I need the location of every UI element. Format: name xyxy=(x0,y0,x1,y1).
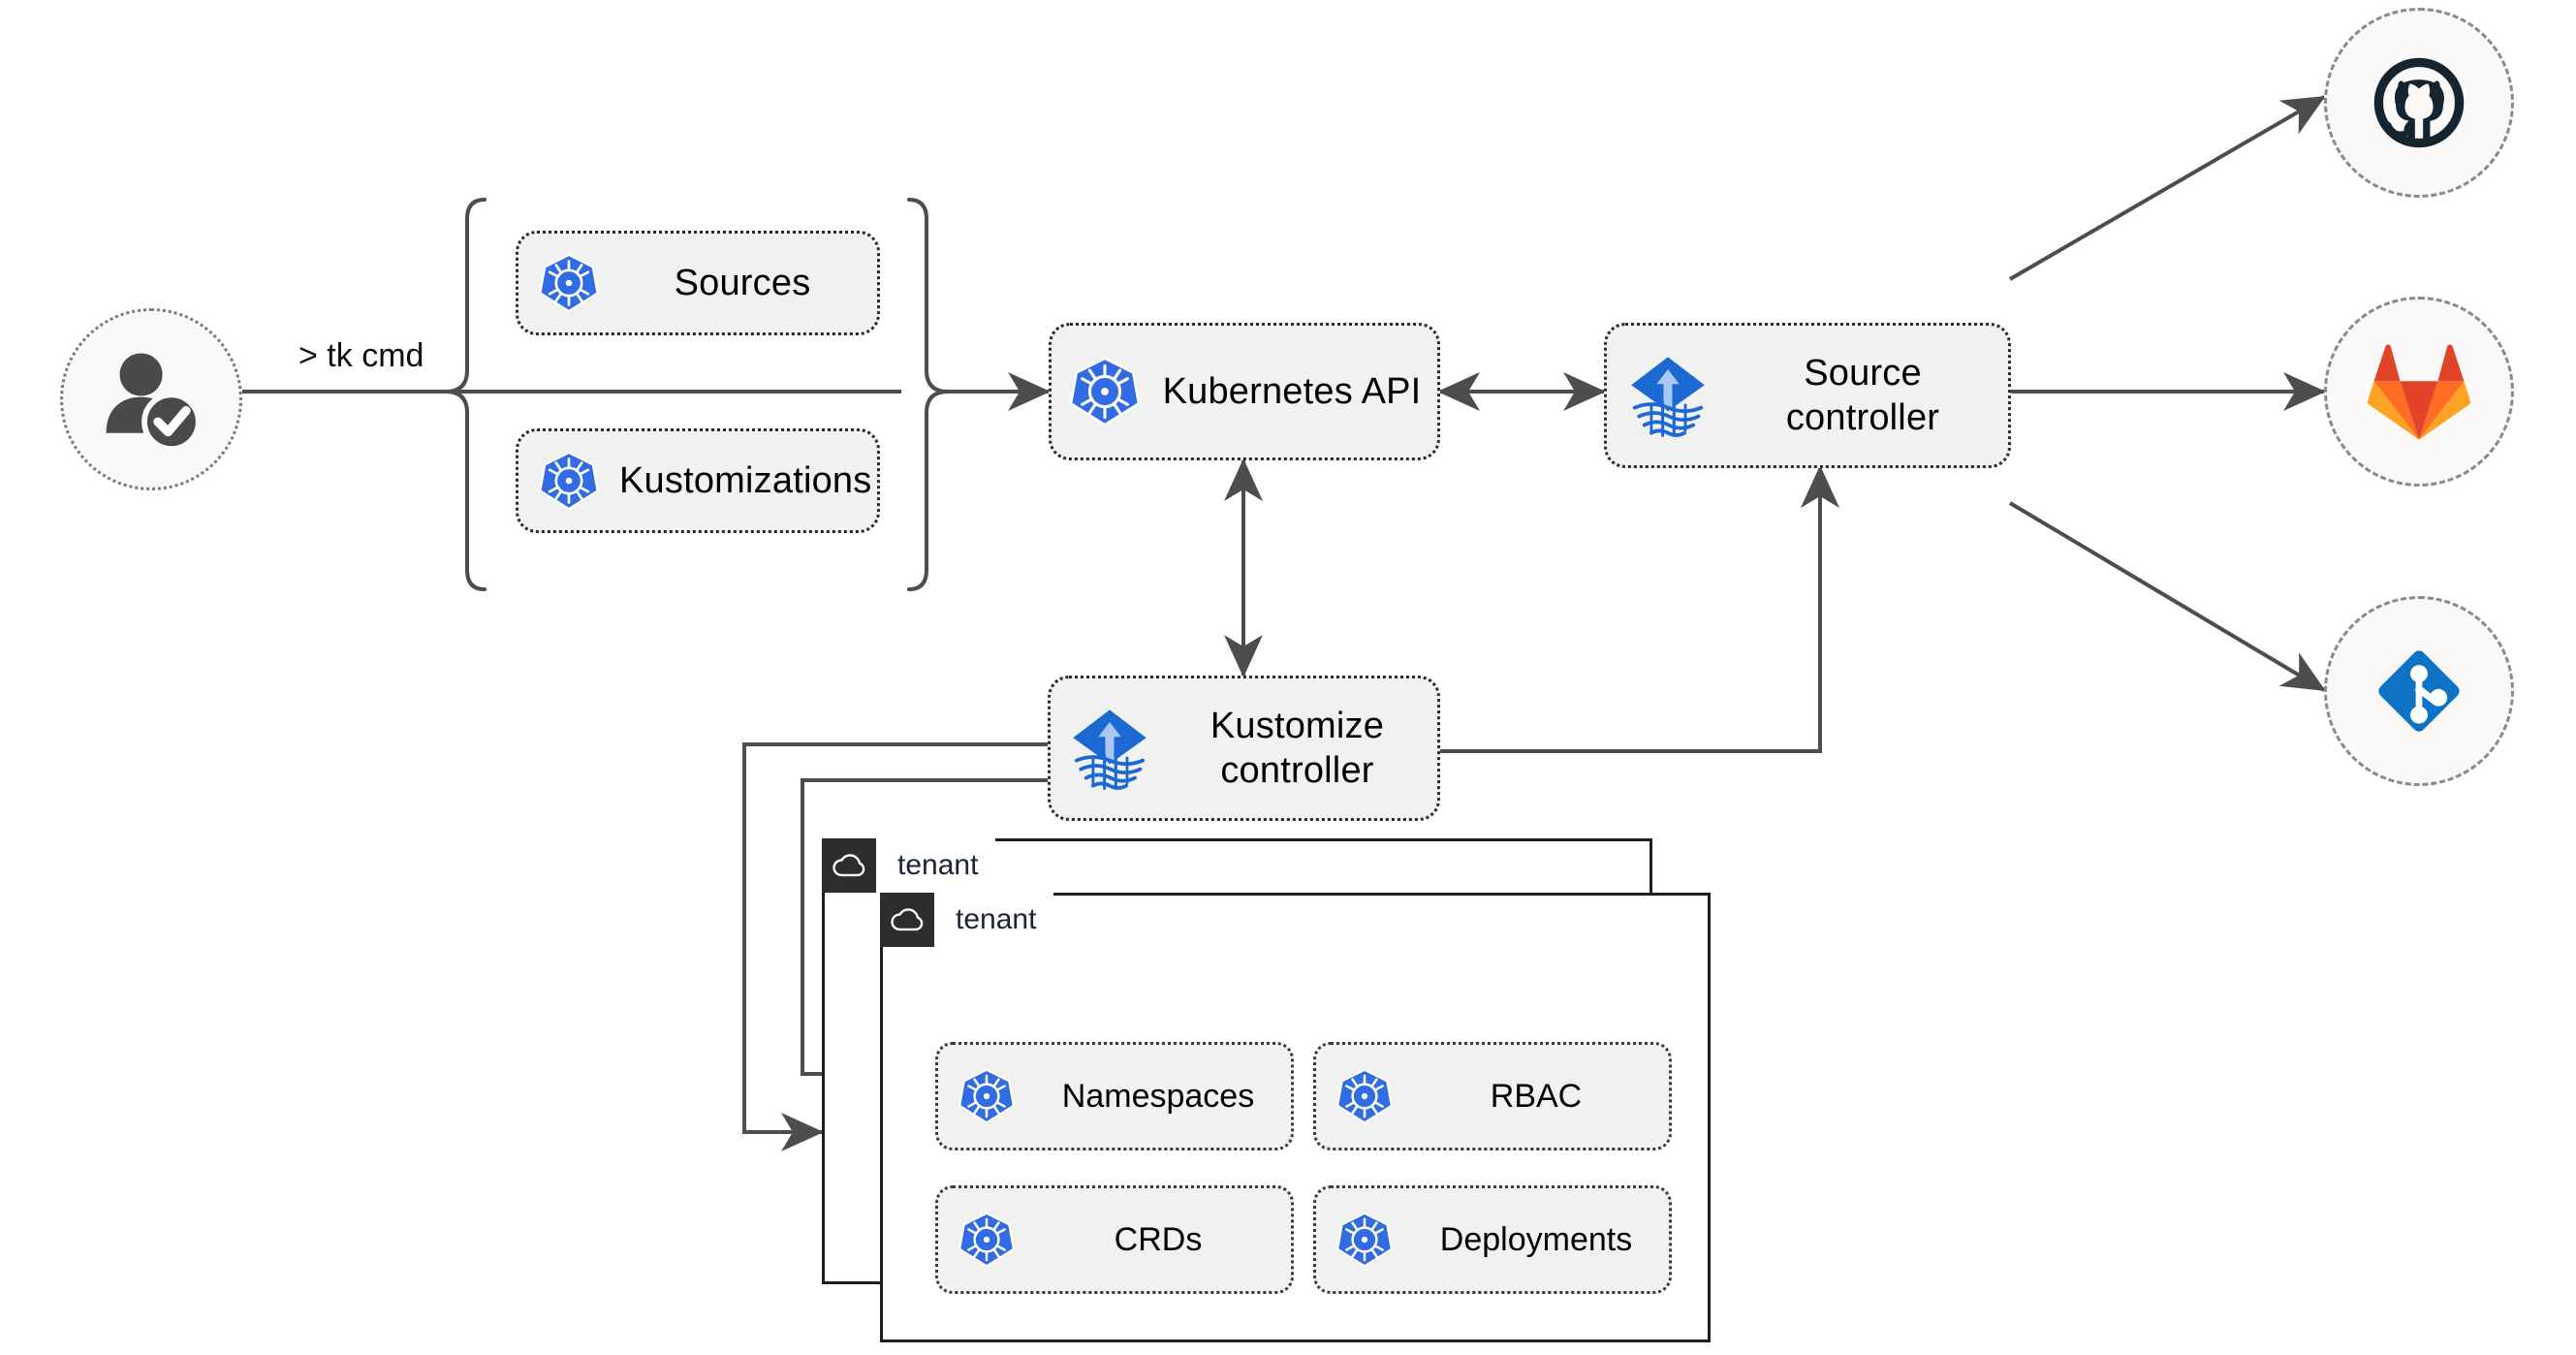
node-kustomize-controller[interactable]: Kustomize controller xyxy=(1048,676,1440,821)
tenant-item-namespaces[interactable]: Namespaces xyxy=(935,1042,1294,1150)
node-source-controller-line1: Source xyxy=(1804,352,1922,394)
provider-gitlab-circle[interactable] xyxy=(2324,297,2514,487)
tenant-front-title: tenant xyxy=(934,893,1054,947)
kubernetes-icon xyxy=(518,251,619,315)
user-check-icon xyxy=(106,353,202,452)
node-source-controller-label: Source controller xyxy=(1729,351,2008,441)
provider-github-circle[interactable] xyxy=(2324,8,2514,198)
tenant-item-deployments[interactable]: Deployments xyxy=(1313,1185,1672,1294)
kubernetes-icon xyxy=(1316,1210,1413,1270)
resource-kustomizations[interactable]: Kustomizations xyxy=(516,428,880,533)
tenant-front-body: Namespaces xyxy=(883,950,1708,1339)
tenant-item-crds-label: CRDs xyxy=(1114,1220,1203,1258)
node-kubernetes-api-label: Kubernetes API xyxy=(1162,370,1422,412)
curly-brace-left xyxy=(445,198,487,591)
tenant-window-front[interactable]: tenant xyxy=(880,893,1711,1342)
kubernetes-icon xyxy=(1052,354,1158,429)
tenant-item-namespaces-label: Namespaces xyxy=(1061,1077,1255,1115)
tenant-item-rbac[interactable]: RBAC xyxy=(1313,1042,1672,1150)
flux-icon xyxy=(1607,352,1729,439)
tenant-item-crds[interactable]: CRDs xyxy=(935,1185,1294,1294)
actor-user-circle xyxy=(60,308,242,490)
gitlab-icon xyxy=(2367,344,2471,440)
kubernetes-icon xyxy=(938,1066,1035,1126)
cloud-icon xyxy=(822,838,876,893)
tenant-item-rbac-label: RBAC xyxy=(1490,1077,1583,1115)
edge-source-to-git xyxy=(2008,501,2326,692)
node-kubernetes-api[interactable]: Kubernetes API xyxy=(1049,323,1440,460)
provider-git-circle[interactable] xyxy=(2324,596,2514,786)
resource-sources-label: Sources xyxy=(674,262,811,303)
git-azure-repos-icon xyxy=(2378,650,2460,732)
edge-source-to-github xyxy=(2008,95,2326,281)
node-kustomize-controller-label: Kustomize controller xyxy=(1169,704,1437,794)
resource-kustomizations-label: Kustomizations xyxy=(619,459,872,501)
kubernetes-icon xyxy=(1316,1066,1413,1126)
github-icon xyxy=(2373,57,2465,148)
node-source-controller-line2: controller xyxy=(1785,397,1940,438)
node-source-controller[interactable]: Source controller xyxy=(1604,323,2011,468)
cloud-icon xyxy=(880,893,934,947)
kubernetes-icon xyxy=(938,1210,1035,1270)
tenant-front-titlebar: tenant xyxy=(880,893,1054,947)
tenant-back-title: tenant xyxy=(876,838,996,893)
edge-kustomize-to-source-controller xyxy=(1440,465,1839,753)
resource-sources[interactable]: Sources xyxy=(516,231,880,335)
flux-icon xyxy=(1051,705,1169,792)
kubernetes-icon xyxy=(518,449,619,513)
node-kustomize-controller-line2: controller xyxy=(1220,750,1374,791)
edge-kustomize-to-tenant-back xyxy=(742,742,1048,1151)
curly-brace-right xyxy=(907,198,949,591)
edge-label-tk-cmd: > tk cmd xyxy=(293,337,430,375)
tenant-back-titlebar: tenant xyxy=(822,838,996,893)
node-kustomize-controller-line1: Kustomize xyxy=(1209,705,1385,746)
tenant-item-deployments-label: Deployments xyxy=(1439,1220,1633,1258)
